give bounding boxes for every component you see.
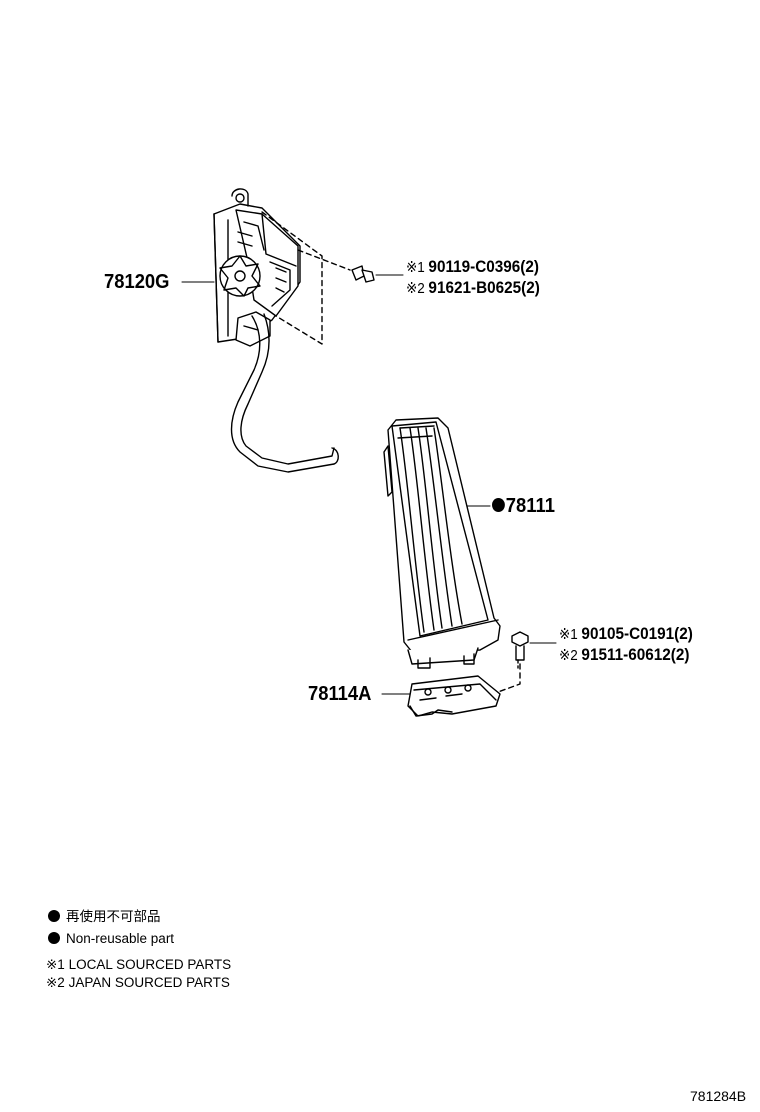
mark-2: ※2 xyxy=(559,647,578,664)
upper-bolt-drawing xyxy=(351,265,375,283)
part-number: 90119-C0396(2) xyxy=(428,257,540,276)
mark-2: ※2 xyxy=(406,280,425,297)
diagram-code: 781284B xyxy=(690,1088,747,1104)
part-number: 91621-B0625(2) xyxy=(428,278,540,297)
pedal-pad-drawing xyxy=(383,417,501,669)
mark-1: ※1 xyxy=(406,259,425,276)
bracket-drawing xyxy=(407,675,501,717)
part-label-78111: 78111 xyxy=(492,496,555,516)
legend-jp: 再使用不可部品 xyxy=(48,910,161,924)
mark-1: ※1 xyxy=(559,626,578,643)
legend-en: Non-reusable part xyxy=(48,932,174,946)
legend-text: 再使用不可部品 xyxy=(66,909,161,924)
part-number: 91511-60612(2) xyxy=(581,645,690,664)
non-reusable-dot-icon xyxy=(48,910,60,922)
pedal-arm-assembly-drawing xyxy=(213,188,351,473)
part-number: 90105-C0191(2) xyxy=(581,624,693,643)
non-reusable-dot-icon xyxy=(492,498,505,512)
part-label-78120g: 78120G xyxy=(104,271,170,293)
non-reusable-dot-icon xyxy=(48,932,60,944)
legend-note-1: ※1 LOCAL SOURCED PARTS xyxy=(46,957,232,972)
legend-text: Non-reusable part xyxy=(66,931,175,946)
part-label-78114a: 78114A xyxy=(308,683,372,705)
part-number: 78111 xyxy=(505,495,555,517)
lower-bolt-drawing xyxy=(497,631,529,693)
legend-note-2: ※2 JAPAN SOURCED PARTS xyxy=(46,975,230,990)
